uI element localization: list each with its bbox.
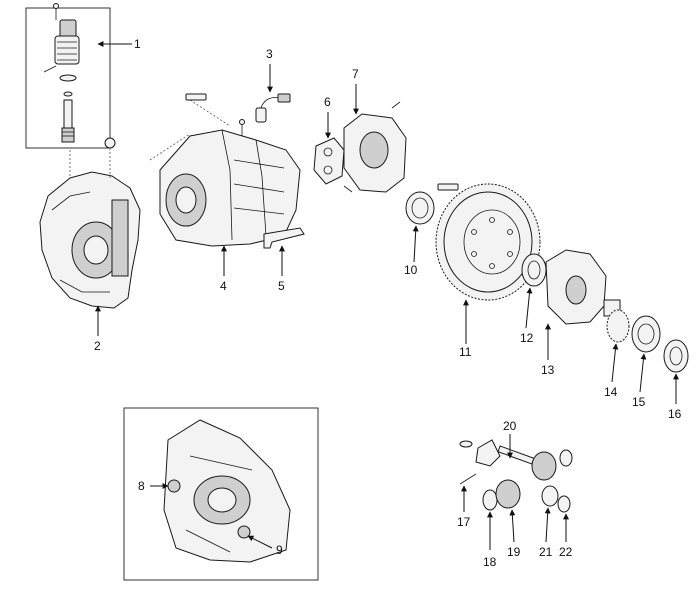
end-cover — [343, 101, 407, 193]
callout-label-16: 16 — [668, 407, 682, 421]
callout-label-21: 21 — [539, 545, 553, 559]
callout-3: 3 — [266, 47, 273, 93]
callout-20: 20 — [503, 419, 517, 459]
oil-seal — [405, 191, 435, 225]
case-detail-inset — [123, 407, 319, 581]
callout-label-19: 19 — [507, 545, 521, 559]
callout-label-8: 8 — [138, 479, 145, 493]
callout-label-9: 9 — [276, 543, 283, 557]
transaxle-case — [149, 93, 301, 247]
callout-14: 14 — [604, 343, 619, 399]
callout-6: 6 — [324, 95, 331, 139]
callout-1: 1 — [97, 37, 141, 51]
callout-label-5: 5 — [278, 279, 285, 293]
callout-label-18: 18 — [483, 555, 497, 569]
callout-label-2: 2 — [94, 339, 101, 353]
callout-label-12: 12 — [520, 331, 534, 345]
differential-case — [545, 249, 621, 325]
callout-label-6: 6 — [324, 95, 331, 109]
callout-label-15: 15 — [632, 395, 646, 409]
callout-17: 17 — [457, 485, 471, 529]
differential-gears — [459, 439, 573, 513]
callout-7: 7 — [352, 67, 359, 115]
callout-22: 22 — [559, 513, 573, 559]
callout-19: 19 — [507, 509, 521, 559]
callout-label-22: 22 — [559, 545, 573, 559]
callout-9: 9 — [247, 535, 283, 557]
speedometer-assembly-inset — [25, 3, 111, 149]
callout-label-10: 10 — [404, 263, 418, 277]
callout-label-1: 1 — [134, 37, 141, 51]
callout-label-11: 11 — [459, 345, 472, 359]
ring-gear — [435, 183, 541, 301]
callout-label-13: 13 — [541, 363, 555, 377]
callout-5: 5 — [278, 245, 285, 293]
gasket — [313, 137, 345, 185]
callout-2: 2 — [94, 305, 101, 353]
callout-label-17: 17 — [457, 515, 471, 529]
bracket — [263, 227, 305, 249]
callout-21: 21 — [539, 507, 553, 559]
callout-label-20: 20 — [503, 419, 517, 433]
vehicle-speed-sensor — [255, 93, 291, 123]
callout-8: 8 — [138, 479, 169, 493]
callout-11: 11 — [459, 299, 472, 359]
callout-10: 10 — [404, 225, 419, 277]
callout-13: 13 — [541, 323, 555, 377]
callout-15: 15 — [632, 353, 647, 409]
callout-label-7: 7 — [352, 67, 359, 81]
callout-12: 12 — [520, 287, 534, 345]
callout-label-14: 14 — [604, 385, 618, 399]
callout-label-4: 4 — [220, 279, 227, 293]
callout-18: 18 — [483, 511, 497, 569]
callout-label-3: 3 — [266, 47, 273, 61]
callout-4: 4 — [220, 245, 227, 293]
drive-gear-bearing-seal — [606, 309, 689, 373]
callout-16: 16 — [668, 373, 682, 421]
clutch-housing — [39, 137, 141, 309]
taper-bearing-left — [521, 253, 547, 287]
